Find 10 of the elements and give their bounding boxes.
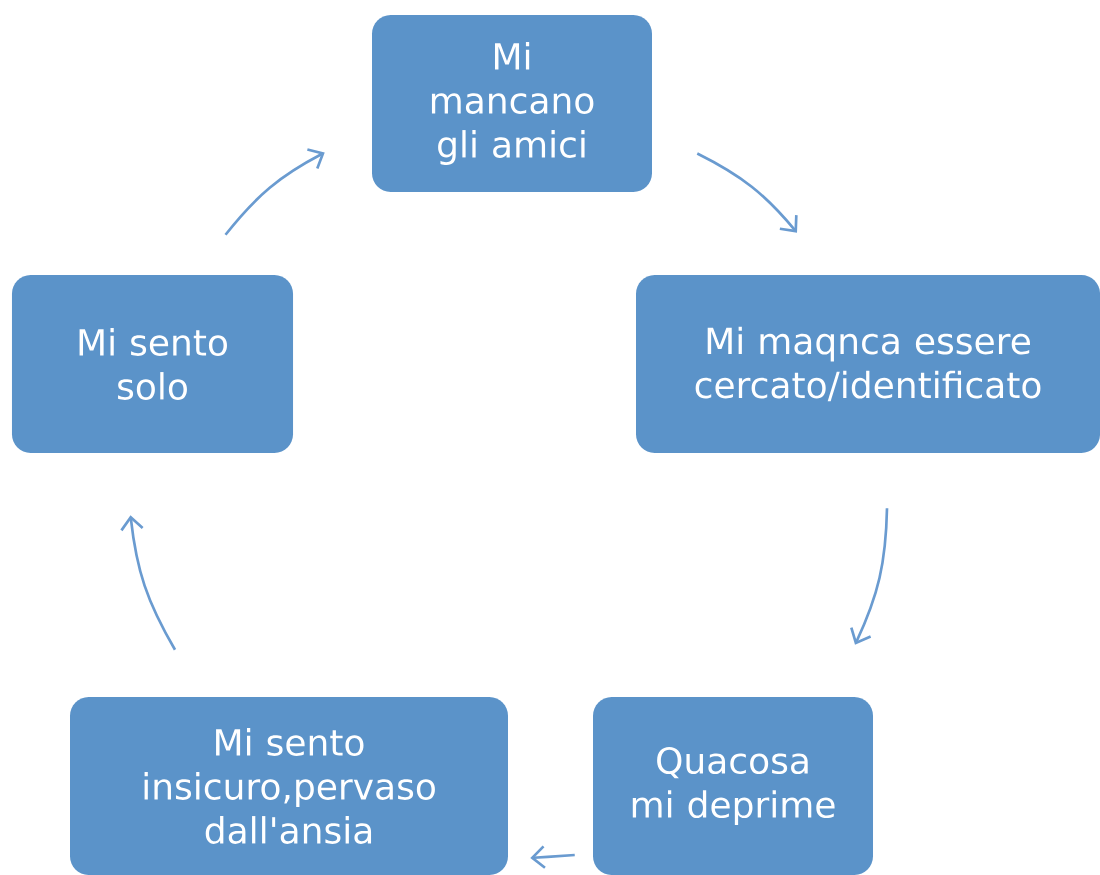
process-box: Mi maqnca essere cercato/identificato xyxy=(636,275,1100,453)
process-box: Mi sento insicuro,pervaso dall'ansia xyxy=(70,697,508,875)
process-box: Quacosa mi deprime xyxy=(593,697,873,875)
arrow xyxy=(224,148,325,236)
process-box: Mi sento solo xyxy=(11,275,294,453)
arrow xyxy=(696,152,798,233)
arrow xyxy=(850,508,889,645)
arrow xyxy=(530,845,575,869)
arrow xyxy=(120,515,177,651)
process-box: Mi mancano gli amici xyxy=(372,14,652,192)
